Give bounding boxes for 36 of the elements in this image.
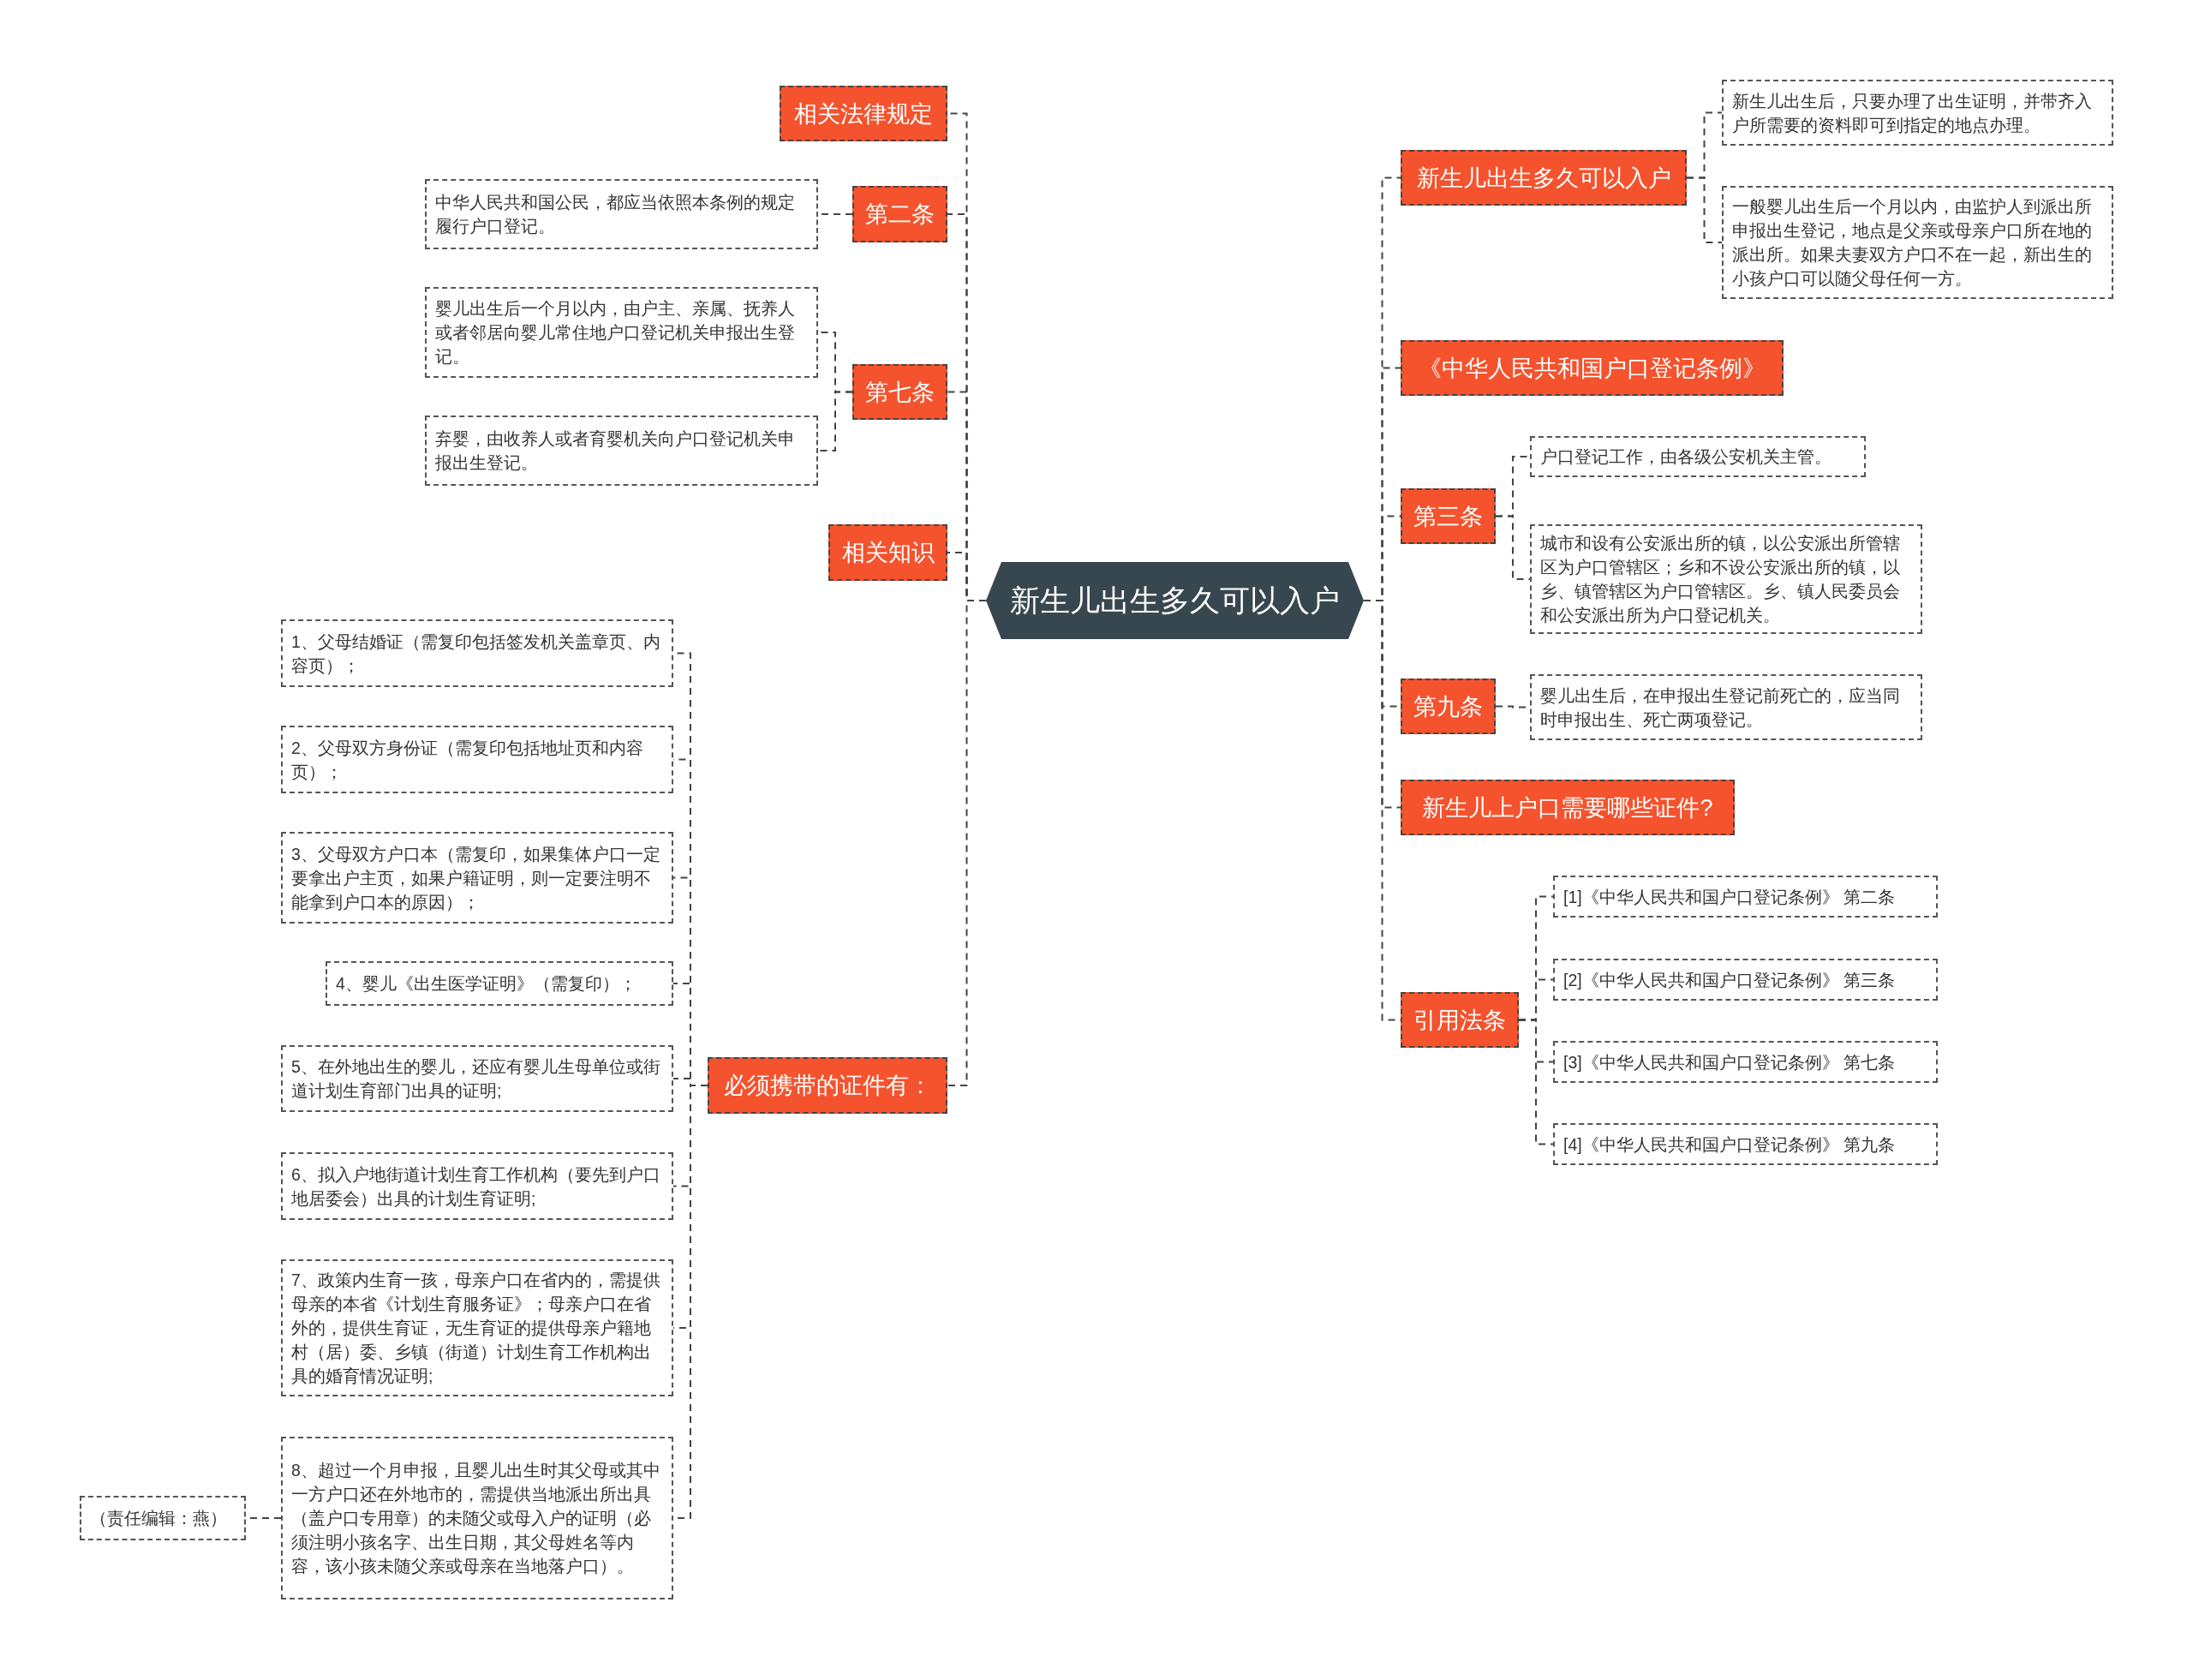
text-box: 户口登记工作，由各级公安机关主管。 bbox=[1530, 436, 1866, 477]
text-box: 弃婴，由收养人或者育婴机关向户口登记机关申报出生登记。 bbox=[425, 416, 818, 486]
text-box: 8、超过一个月申报，且婴儿出生时其父母或其中一方户口还在外地市的，需提供当地派出所出具（盖户口专用章）的未随父或母入户的证明（必须注明小孩名字、出生日期，其父母姓名等内容，该小孩未随父亲或母亲在当地落户口）。 bbox=[281, 1437, 673, 1599]
text-box: 婴儿出生后，在申报出生登记前死亡的，应当同时申报出生、死亡两项登记。 bbox=[1530, 674, 1922, 740]
topic-box: 相关知识 bbox=[828, 524, 947, 581]
text-box: [3]《中华人民共和国户口登记条例》 第七条 bbox=[1553, 1041, 1938, 1083]
text-box: [4]《中华人民共和国户口登记条例》 第九条 bbox=[1553, 1123, 1938, 1165]
topic-box: 必须携带的证件有： bbox=[708, 1057, 947, 1114]
text-box: 2、父母双方身份证（需复印包括地址页和内容页）； bbox=[281, 726, 673, 793]
text-box: （责任编辑：燕） bbox=[80, 1496, 246, 1540]
central-topic: 新生儿出生多久可以入户 bbox=[986, 562, 1364, 639]
connector bbox=[1518, 1019, 1554, 1145]
topic-box: 引用法条 bbox=[1401, 992, 1519, 1048]
topic-box: 新生儿出生多久可以入户 bbox=[1401, 150, 1687, 206]
text-box: [2]《中华人民共和国户口登记条例》 第三条 bbox=[1553, 959, 1938, 1001]
text-box: 4、婴儿《出生医学证明》（需复印）； bbox=[326, 961, 673, 1006]
text-box: 城市和设有公安派出所的镇，以公安派出所管辖区为户口管辖区；乡和不设公安派出所的镇，以乡、镇管辖区为户口管辖区。乡、镇人民委员会和公安派出所为户口登记机关。 bbox=[1530, 524, 1922, 634]
text-box: 7、政策内生育一孩，母亲户口在省内的，需提供母亲的本省《计划生育服务证》；母亲户口在省外的，提供生育证，无生育证的提供母亲户籍地村（居）委、乡镇（街道）计划生育工作机构出具的婚育情况证明; bbox=[281, 1259, 673, 1396]
text-box: 3、父母双方户口本（需复印，如果集体户口一定要拿出户主页，如果户籍证明，则一定要注明不能拿到户口本的原因）； bbox=[281, 832, 673, 924]
topic-box: 第三条 bbox=[1401, 488, 1496, 544]
topic-box: 第九条 bbox=[1401, 679, 1496, 734]
text-box: 中华人民共和国公民，都应当依照本条例的规定履行户口登记。 bbox=[425, 179, 818, 249]
text-box: 5、在外地出生的婴儿，还应有婴儿生母单位或街道计划生育部门出具的证明; bbox=[281, 1045, 673, 1112]
connector bbox=[1686, 176, 1723, 243]
connector bbox=[1495, 515, 1531, 580]
text-box: 6、拟入户地街道计划生育工作机构（要先到户口地居委会）出具的计划生育证明; bbox=[281, 1152, 673, 1220]
topic-box: 第七条 bbox=[852, 364, 947, 420]
topic-box: 《中华人民共和国户口登记条例》 bbox=[1401, 340, 1784, 396]
text-box: 新生儿出生后，只要办理了出生证明，并带齐入户所需要的资料即可到指定的地点办理。 bbox=[1722, 80, 2113, 146]
text-box: [1]《中华人民共和国户口登记条例》 第二条 bbox=[1553, 876, 1938, 918]
text-box: 婴儿出生后一个月以内，由户主、亲属、抚养人或者邻居向婴儿常住地户口登记机关申报出生登记。 bbox=[425, 287, 818, 378]
topic-box: 新生儿上户口需要哪些证件? bbox=[1401, 780, 1735, 835]
text-box: 1、父母结婚证（需复印包括签发机关盖章页、内容页）； bbox=[281, 619, 673, 687]
topic-box: 第二条 bbox=[852, 186, 947, 242]
topic-box: 相关法律规定 bbox=[780, 86, 947, 141]
text-box: 一般婴儿出生后一个月以内，由监护人到派出所申报出生登记，地点是父亲或母亲户口所在地的派出所。如果夫妻双方户口不在一起，新出生的小孩户口可以随父母任何一方。 bbox=[1722, 186, 2113, 299]
